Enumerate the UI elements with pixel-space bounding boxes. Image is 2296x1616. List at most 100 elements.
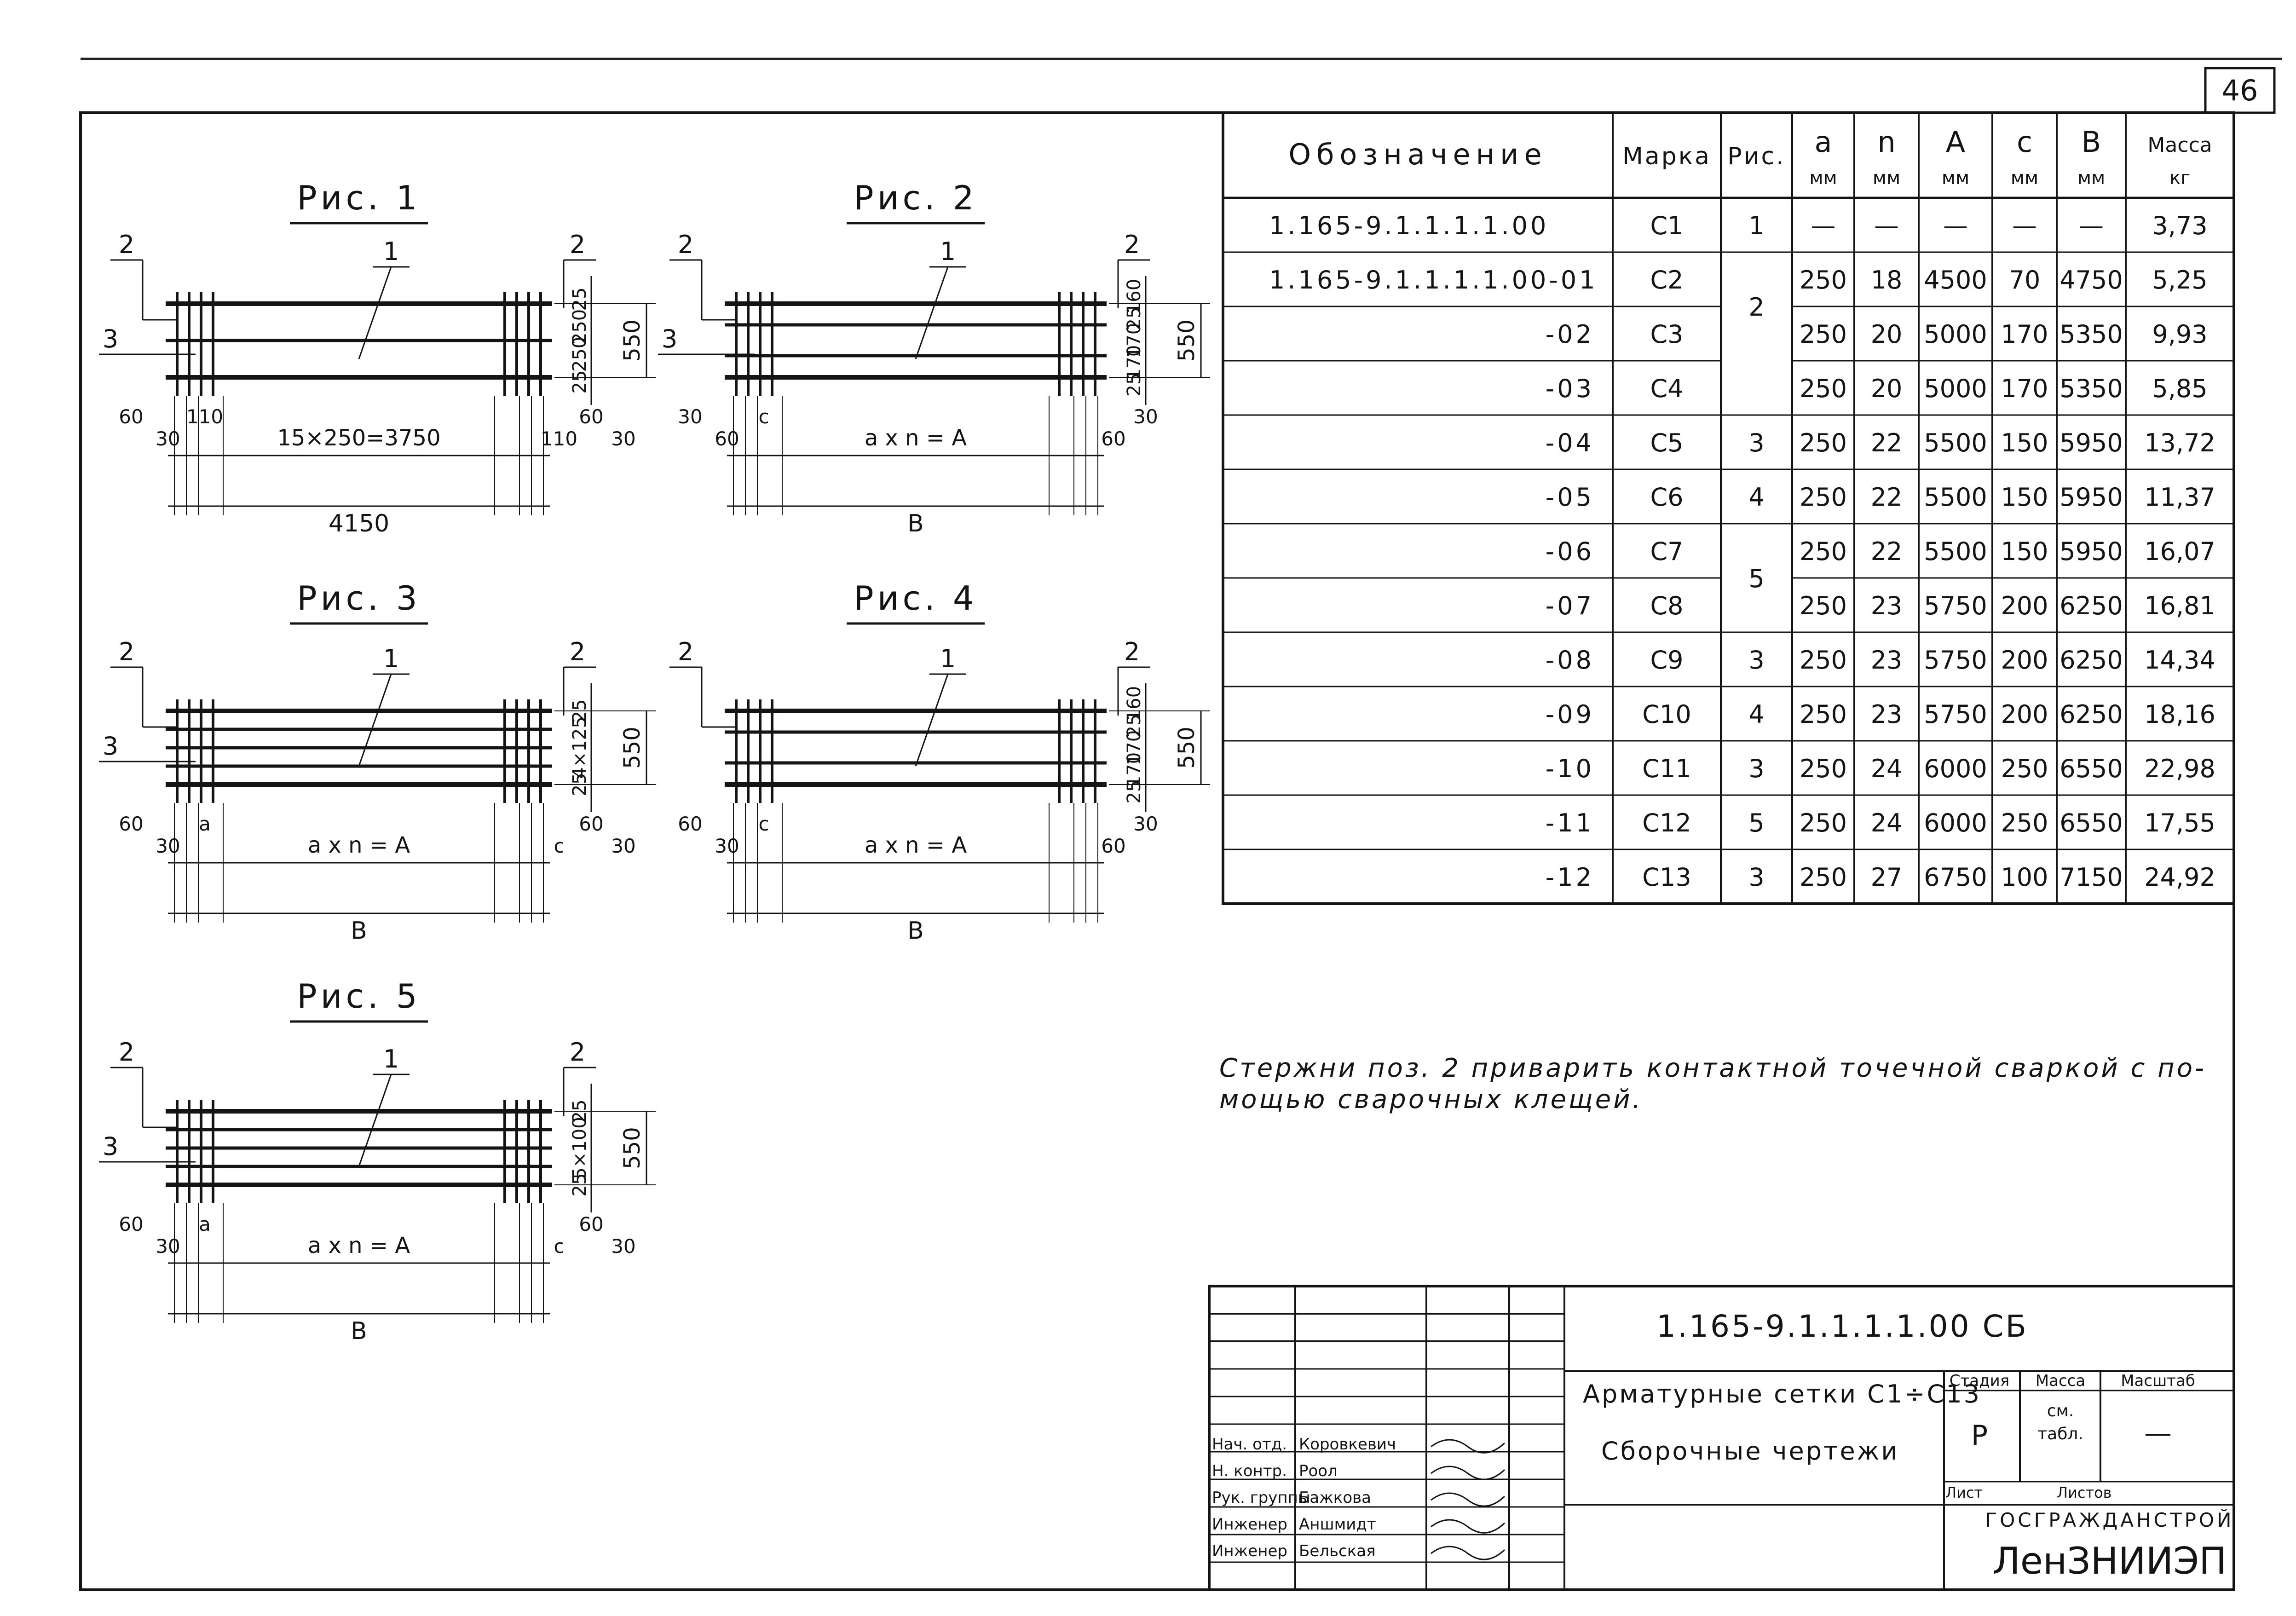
spec-cell-n: 23	[1871, 646, 1903, 675]
spec-cell-c: 250	[2001, 754, 2048, 783]
position-label: 1	[940, 237, 956, 266]
dimension-right: 60	[579, 1213, 603, 1235]
spec-header-cell: Рис.	[1727, 143, 1785, 170]
staff-name: Бельская	[1299, 1542, 1376, 1560]
dimension-right: 60	[579, 405, 603, 428]
spec-cell-fig: 3	[1748, 754, 1764, 783]
org-line-2: ЛенЗНИИЭП	[1993, 1540, 2227, 1582]
dimension-left: 30	[156, 1235, 180, 1258]
spec-cell-mark: C6	[1650, 483, 1683, 512]
spec-cell-a: 250	[1800, 374, 1847, 403]
staff-role: Н. контр.	[1212, 1462, 1287, 1480]
spec-cell-designation: -09	[1546, 700, 1594, 729]
figure-5: Рис. 5a x n = A6030ac6030B255×1002555012…	[99, 977, 656, 1345]
figure-title: Рис. 2	[854, 179, 977, 217]
spec-cell-a: —	[1811, 211, 1836, 240]
signature-mark	[1431, 1519, 1506, 1534]
org-line-1: ГОСГРАЖДАНСТРОЙ	[1985, 1508, 2234, 1531]
side-dimension: 170	[1124, 323, 1145, 358]
dimension-left: 60	[119, 405, 143, 428]
leader-line	[915, 674, 949, 767]
spec-cell-B: 6550	[2059, 808, 2123, 837]
figure-3: Рис. 3a x n = A6030ac6030B254×1252555012…	[99, 579, 656, 945]
figure-4: Рис. 4a x n = A6030c6030B160251701702555…	[669, 579, 1210, 945]
spec-cell-B: 5350	[2059, 320, 2123, 349]
dimension-left: 60	[119, 1213, 143, 1235]
side-dimension: 25	[569, 1100, 590, 1123]
spec-cell-c: 200	[2001, 700, 2048, 729]
spec-cell-A: 6750	[1924, 863, 1987, 892]
figure-1: Рис. 115×250=375060301101106030415025250…	[99, 179, 656, 537]
spec-cell-designation: 1.165-9.1.1.1.1.00	[1269, 211, 1549, 240]
spec-cell-B: 6250	[2059, 646, 2123, 675]
spec-cell-A: 6000	[1924, 808, 1987, 837]
position-label: 2	[678, 230, 693, 259]
spec-cell-mass: 14,34	[2144, 646, 2215, 675]
staff-name: Коровкевич	[1299, 1435, 1396, 1454]
spec-cell-a: 250	[1800, 646, 1847, 675]
spec-cell-B: 6550	[2059, 754, 2123, 783]
spec-cell-A: 5750	[1924, 646, 1987, 675]
spec-cell-mass: 24,92	[2144, 863, 2215, 892]
spec-cell-a: 250	[1800, 320, 1847, 349]
dimension-left: 30	[156, 427, 180, 450]
spec-cell-mass: 22,98	[2144, 754, 2215, 783]
side-dimension: 5×100	[569, 1117, 590, 1179]
side-dimension: 25	[1124, 714, 1145, 738]
dimension-right: 60	[1101, 427, 1125, 450]
position-label: 2	[119, 230, 134, 259]
spec-cell-n: 22	[1871, 483, 1903, 512]
spec-cell-mass: 5,25	[2152, 265, 2207, 294]
spec-cell-a: 250	[1800, 483, 1847, 512]
spec-cell-n: —	[1874, 211, 1899, 240]
side-total: 550	[619, 1127, 645, 1169]
spec-cell-A: 5750	[1924, 591, 1987, 620]
leader-line	[915, 266, 949, 359]
spec-header-unit: мм	[1873, 167, 1900, 189]
spec-cell-mark: C2	[1650, 265, 1683, 294]
spec-cell-fig: 3	[1748, 863, 1764, 892]
position-label: 2	[570, 637, 585, 666]
sheets-label: Листов	[2057, 1484, 2112, 1501]
spec-cell-c: 170	[2001, 374, 2048, 403]
spec-cell-n: 24	[1871, 808, 1903, 837]
spec-cell-c: —	[2012, 211, 2037, 240]
position-label: 1	[383, 644, 399, 673]
overall-dimension: B	[907, 510, 924, 537]
dimension-left: 30	[156, 835, 180, 857]
staff-role: Инженер	[1212, 1542, 1287, 1560]
figure-title: Рис. 5	[297, 977, 421, 1016]
spec-cell-n: 22	[1871, 428, 1903, 457]
dimension-right: 30	[611, 427, 635, 450]
staff-role: Нач. отд.	[1212, 1435, 1287, 1454]
spec-cell-n: 24	[1871, 754, 1903, 783]
spec-cell-mass: 18,16	[2144, 700, 2215, 729]
spec-cell-designation: -08	[1546, 646, 1594, 675]
side-dimension: 170	[1124, 345, 1145, 380]
dimension-main: 15×250=3750	[277, 425, 440, 451]
doc-code: 1.165-9.1.1.1.1.00 СБ	[1656, 1309, 2028, 1344]
spec-cell-designation: -11	[1546, 808, 1594, 837]
stage-value: Р	[1971, 1420, 1988, 1452]
spec-cell-mass: 16,07	[2144, 537, 2215, 566]
spec-cell-fig: 4	[1748, 700, 1764, 729]
sheet-label: Лист	[1945, 1484, 1983, 1501]
staff-role: Рук. группы	[1212, 1489, 1310, 1507]
spec-cell-A: 5000	[1924, 320, 1987, 349]
dimension-main: a x n = A	[308, 832, 410, 858]
side-dimension: 25	[569, 1173, 590, 1197]
spec-header-unit: мм	[1942, 167, 1969, 189]
spec-cell-A: 5500	[1924, 428, 1987, 457]
spec-cell-A: 5750	[1924, 700, 1987, 729]
note-line-2: мощью сварочных клещей.	[1219, 1085, 1643, 1114]
title-block-border	[1208, 1285, 2235, 1591]
spec-cell-fig: 3	[1748, 428, 1764, 457]
spec-cell-mark: C10	[1642, 700, 1691, 729]
spec-cell-a: 250	[1800, 537, 1847, 566]
leader-line	[358, 266, 392, 359]
spec-header-unit: мм	[2011, 167, 2038, 189]
title-block-grid	[1208, 1285, 2235, 1591]
spec-cell-B: 7150	[2059, 863, 2123, 892]
